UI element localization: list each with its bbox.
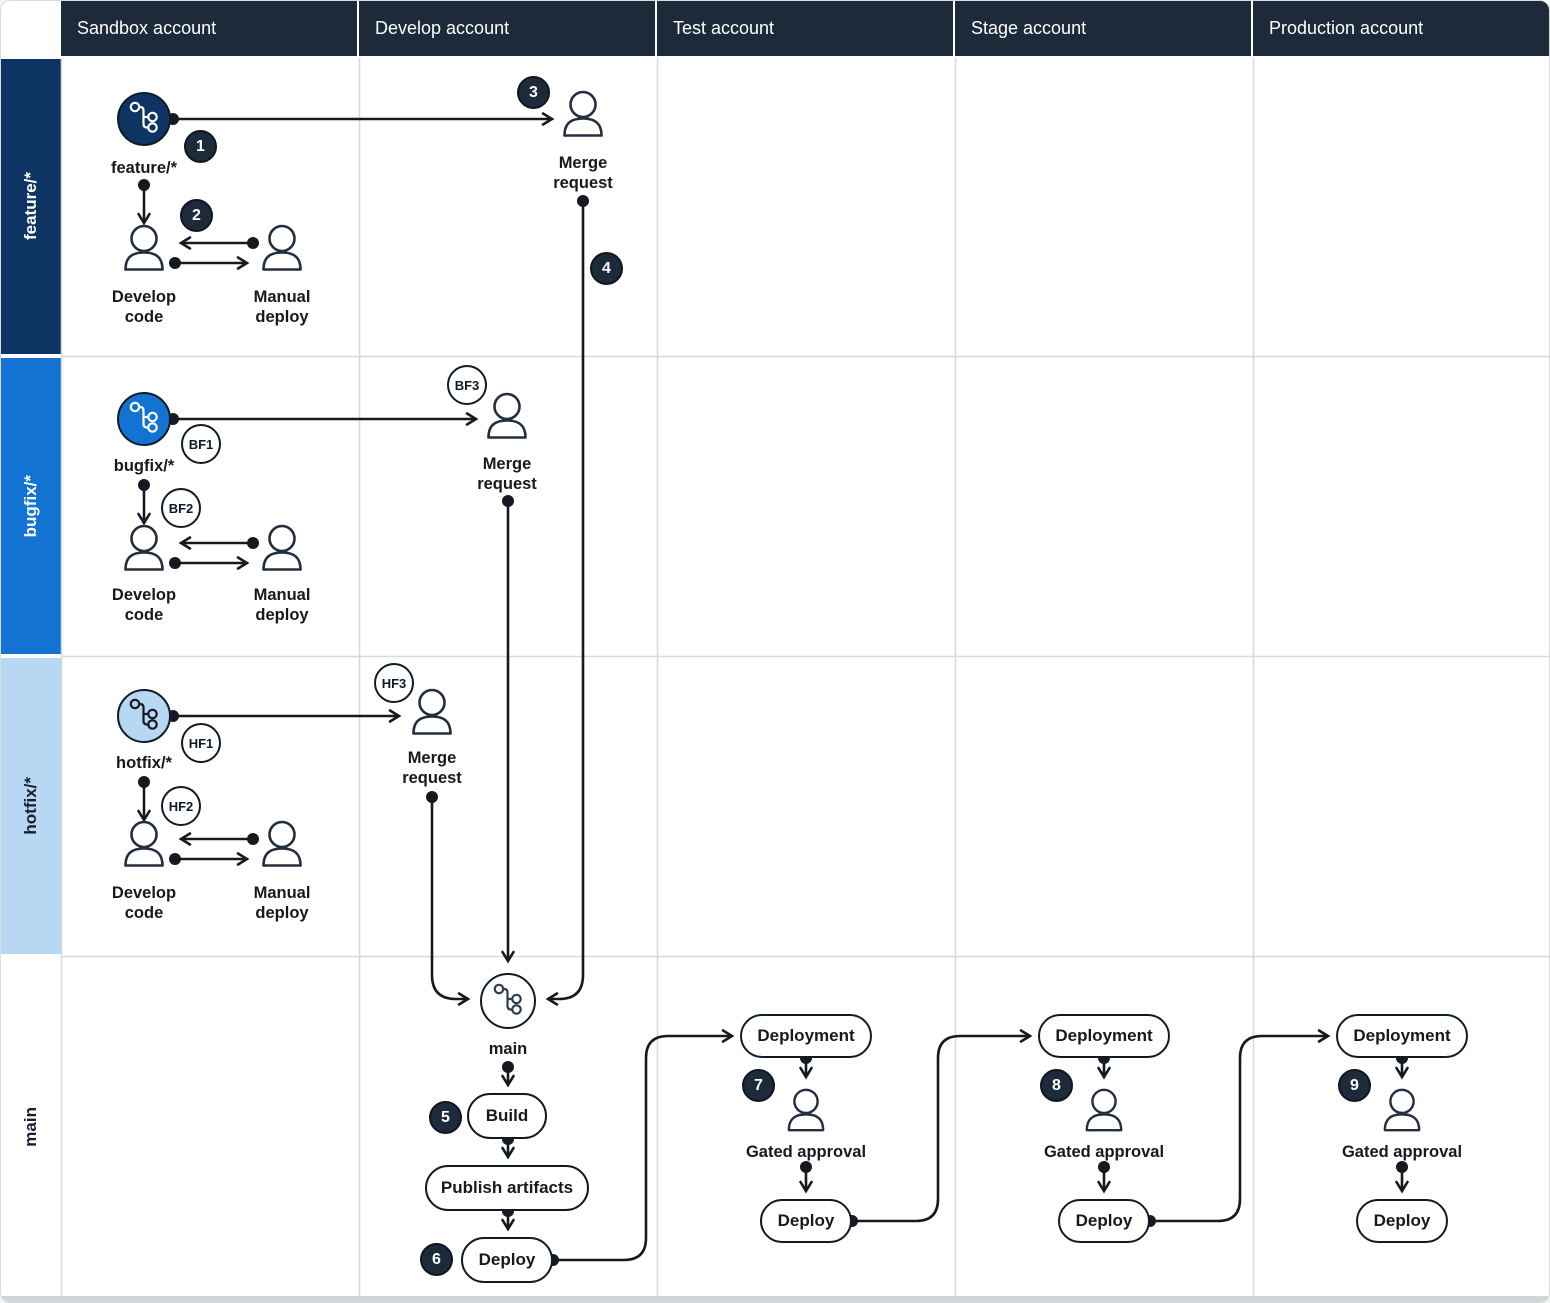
step-badge-8: 8 <box>1040 1069 1073 1102</box>
merge-request-label-bugfix: Merge request <box>477 455 537 493</box>
step-badge-2: 2 <box>180 199 213 232</box>
branch-label-main: main <box>488 1040 528 1058</box>
person-icon-manual-deploy-bugfix <box>254 523 310 584</box>
develop-code-label-hotfix: Develop code <box>111 884 177 922</box>
person-icon-merge-request-hotfix <box>404 687 460 748</box>
step-badge-bf1: BF1 <box>181 424 221 464</box>
person-icon-gated-approval-stage <box>1078 1087 1130 1144</box>
step-badge-1: 1 <box>184 130 217 163</box>
git-branch-glyph <box>129 698 158 730</box>
deployment-step-test: Deployment <box>740 1014 872 1058</box>
git-branch-icon-main <box>480 973 536 1029</box>
column-header-stage: Stage account <box>955 1 1251 56</box>
step-badge-6: 6 <box>420 1243 453 1276</box>
person-icon-develop-code-feature <box>116 223 172 284</box>
lane-label-main: main <box>1 958 61 1296</box>
git-branch-icon-hotfix <box>117 689 171 743</box>
manual-deploy-label-hotfix: Manual deploy <box>253 884 311 922</box>
bottom-edge <box>1 1296 1549 1302</box>
step-badge-hf3: HF3 <box>374 663 414 703</box>
column-header-label: Stage account <box>971 18 1087 38</box>
person-icon-gated-approval-production <box>1376 1087 1428 1144</box>
column-header-develop: Develop account <box>359 1 655 56</box>
deploy-step-production: Deploy <box>1356 1199 1448 1243</box>
develop-code-label-feature: Develop code <box>111 288 177 326</box>
develop-code-label-bugfix: Develop code <box>111 586 177 624</box>
person-icon-gated-approval-test <box>780 1087 832 1144</box>
build-step: Build <box>467 1093 547 1139</box>
git-branch-glyph <box>129 401 158 433</box>
step-badge-7: 7 <box>742 1069 775 1102</box>
person-icon-manual-deploy-hotfix <box>254 819 310 880</box>
branch-label-bugfix: bugfix/* <box>113 457 175 475</box>
deploy-step-stage: Deploy <box>1058 1199 1150 1243</box>
person-icon-merge-request-bugfix <box>479 391 535 452</box>
grid-lines <box>60 58 1549 1298</box>
step-badge-bf3: BF3 <box>447 365 487 405</box>
column-header-sandbox: Sandbox account <box>61 1 357 56</box>
gated-approval-label-stage: Gated approval <box>1043 1143 1165 1161</box>
deployment-step-stage: Deployment <box>1038 1014 1170 1058</box>
step-badge-5: 5 <box>429 1101 462 1134</box>
branch-label-hotfix: hotfix/* <box>116 754 172 772</box>
column-header-production: Production account <box>1253 1 1549 56</box>
person-icon-merge-request-feature <box>555 89 611 150</box>
person-icon-develop-code-bugfix <box>116 523 172 584</box>
lane-label-hotfix: hotfix/* <box>1 658 61 954</box>
step-badge-hf1: HF1 <box>181 723 221 763</box>
publish-artifacts-step: Publish artifacts <box>425 1165 589 1211</box>
git-branch-glyph <box>129 101 158 133</box>
branch-label-feature: feature/* <box>110 159 178 177</box>
person-icon-develop-code-hotfix <box>116 819 172 880</box>
deploy-step-develop: Deploy <box>461 1237 553 1283</box>
manual-deploy-label-feature: Manual deploy <box>253 288 311 326</box>
person-icon-manual-deploy-feature <box>254 223 310 284</box>
step-badge-4: 4 <box>590 252 623 285</box>
lane-label-bugfix: bugfix/* <box>1 358 61 654</box>
step-badge-9: 9 <box>1338 1069 1371 1102</box>
column-header-label: Sandbox account <box>77 18 217 38</box>
column-header-label: Develop account <box>375 18 510 38</box>
gated-approval-label-test: Gated approval <box>745 1143 867 1161</box>
step-badge-hf2: HF2 <box>161 786 201 826</box>
column-header-test: Test account <box>657 1 953 56</box>
merge-request-label-feature: Merge request <box>553 154 613 192</box>
merge-request-label-hotfix: Merge request <box>402 749 462 787</box>
manual-deploy-label-bugfix: Manual deploy <box>253 586 311 624</box>
git-branch-icon-bugfix <box>117 392 171 446</box>
deployment-step-production: Deployment <box>1336 1014 1468 1058</box>
git-branch-icon-feature <box>117 92 171 146</box>
step-badge-3: 3 <box>517 76 550 109</box>
gated-approval-label-production: Gated approval <box>1341 1143 1463 1161</box>
step-badge-bf2: BF2 <box>161 488 201 528</box>
git-branch-glyph <box>493 983 522 1015</box>
column-header-label: Test account <box>673 18 775 38</box>
column-header-label: Production account <box>1269 18 1424 38</box>
lane-label-feature: feature/* <box>1 59 61 354</box>
deploy-step-test: Deploy <box>760 1199 852 1243</box>
